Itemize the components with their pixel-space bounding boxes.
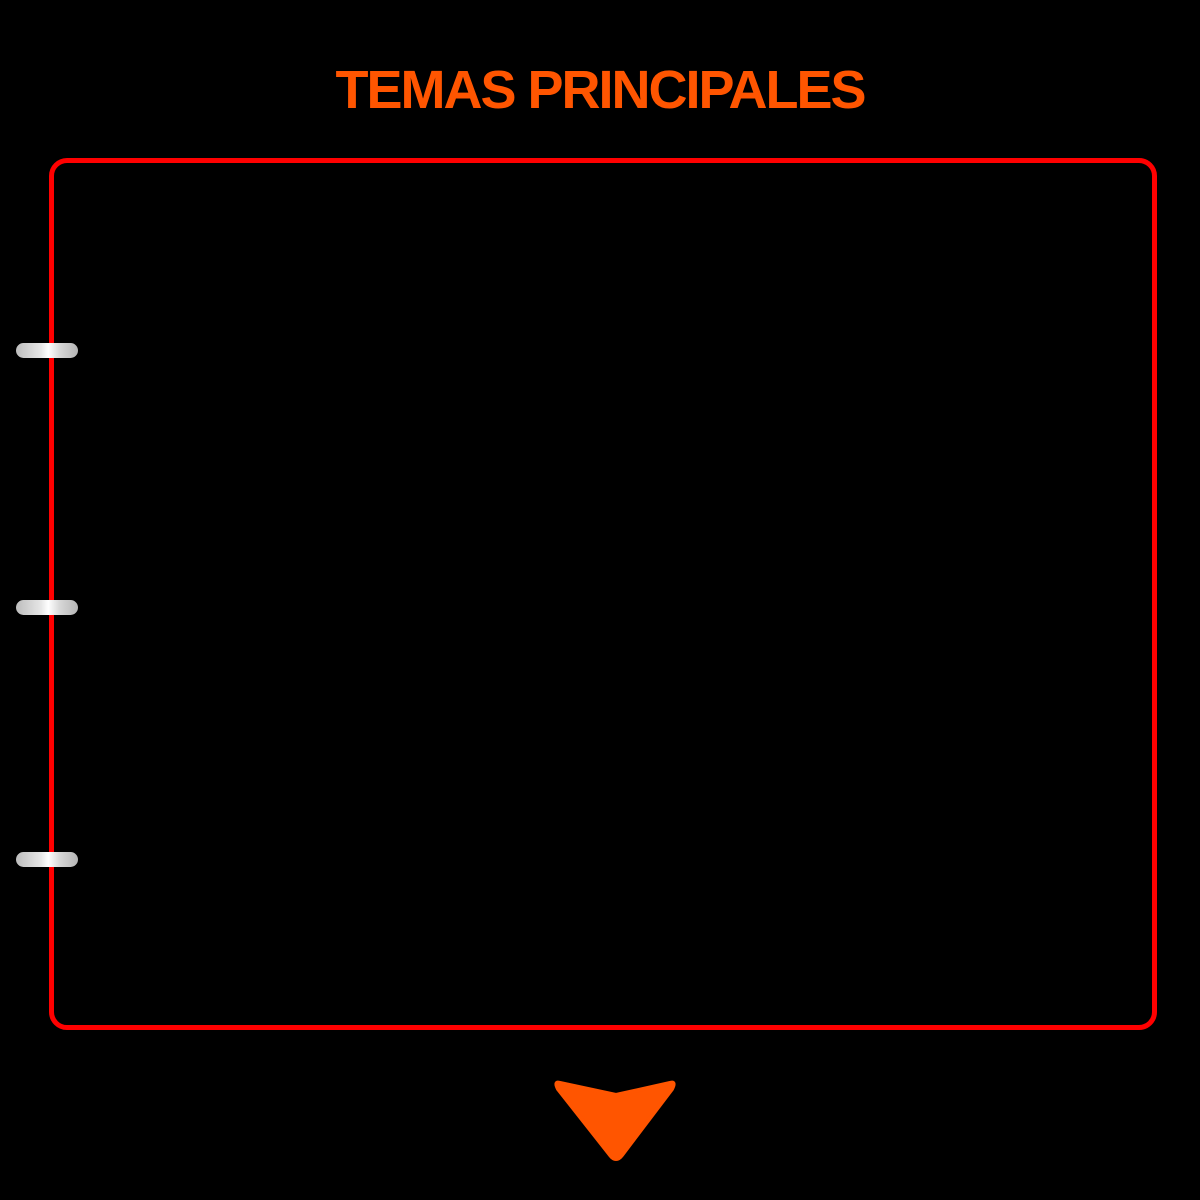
binder-frame bbox=[49, 158, 1157, 1030]
page-title: TEMAS PRINCIPALES bbox=[335, 60, 866, 120]
binder-ring-icon bbox=[16, 343, 78, 358]
binder-ring-icon bbox=[16, 852, 78, 867]
binder-ring-icon bbox=[16, 600, 78, 615]
chevron-down-icon[interactable] bbox=[550, 1075, 682, 1167]
